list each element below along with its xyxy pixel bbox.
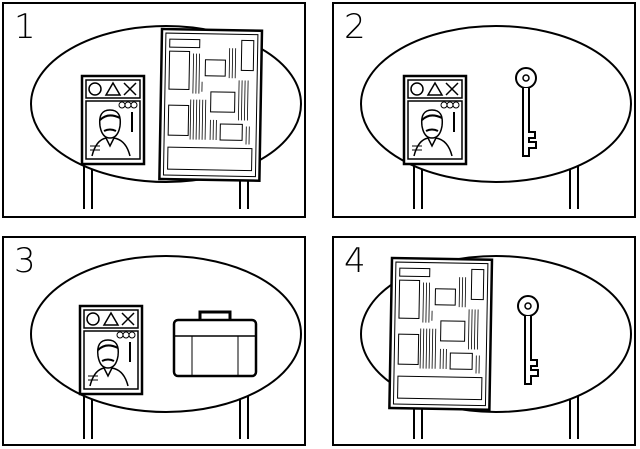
table-illustration xyxy=(30,255,302,440)
panel-3-drawing xyxy=(30,255,302,440)
table-illustration xyxy=(360,25,632,210)
panel-1-drawing xyxy=(30,25,302,210)
panel-number: 3 xyxy=(14,241,36,281)
panel-number: 2 xyxy=(344,7,366,47)
magazine-illustration xyxy=(78,304,144,396)
panel-1: 1 xyxy=(2,2,306,218)
panel-2: 2 xyxy=(332,2,636,218)
panel-3: 3 xyxy=(2,236,306,446)
panel-4-drawing xyxy=(360,255,632,440)
briefcase-illustration xyxy=(172,310,258,378)
magazine-illustration xyxy=(402,74,468,166)
magazine-illustration xyxy=(80,74,146,166)
panel-number: 4 xyxy=(344,241,366,281)
panel-4: 4 xyxy=(332,236,636,446)
panel-2-drawing xyxy=(360,25,632,210)
panel-number: 1 xyxy=(14,7,36,47)
newspaper-illustration xyxy=(388,256,494,411)
newspaper-illustration xyxy=(158,27,264,182)
